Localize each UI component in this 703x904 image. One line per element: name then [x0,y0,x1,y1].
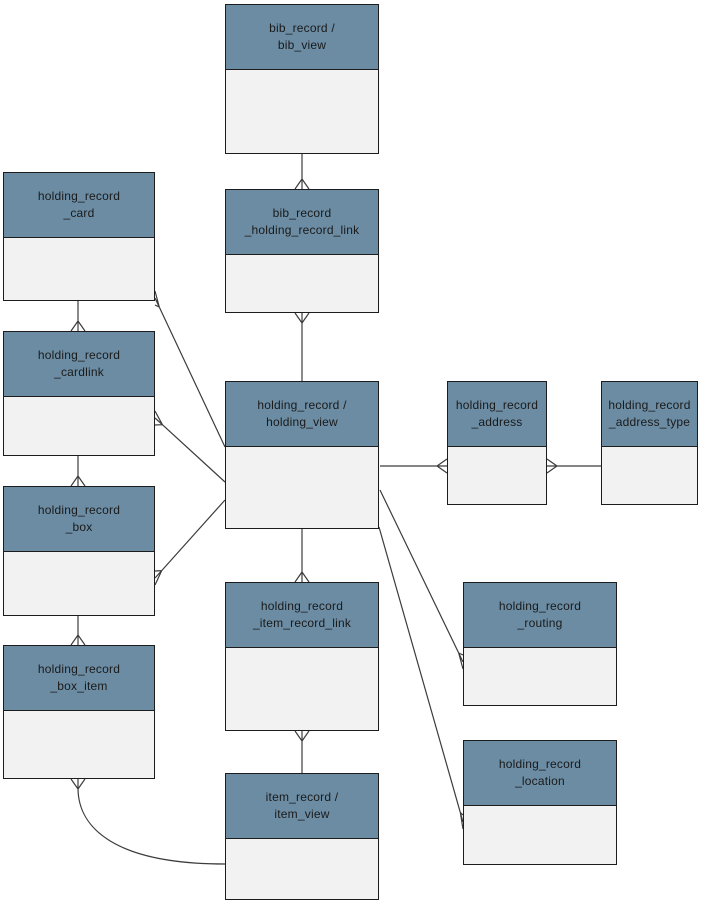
entity-title-holding_record_location: holding_record _location [464,741,616,806]
entity-holding_record_location: holding_record _location [463,740,617,865]
entity-body-holding_record_card [4,238,154,300]
connection-holding_record--holding_record_routing [379,489,464,670]
entity-body-holding_record [226,447,378,528]
entity-body-holding_record_address_type [602,447,697,504]
entity-body-holding_record_box [4,552,154,615]
entity-title-bib_record_holding_record_link: bib_record _holding_record_link [226,190,378,255]
entity-body-holding_record_box_item [4,711,154,778]
entity-holding_record_address: holding_record _address [447,381,547,505]
entity-bib_record: bib_record / bib_view [225,4,379,154]
entity-body-item_record [226,839,378,899]
entity-holding_record_cardlink: holding_record _cardlink [3,331,155,456]
entity-holding_record: holding_record / holding_view [225,381,379,529]
entity-holding_record_routing: holding_record _routing [463,582,617,706]
entity-title-bib_record: bib_record / bib_view [226,5,378,70]
entity-title-item_record: item_record / item_view [226,774,378,839]
entity-title-holding_record_box_item: holding_record _box_item [4,646,154,711]
entity-title-holding_record: holding_record / holding_view [226,382,378,447]
entity-body-bib_record [226,70,378,153]
entity-item_record: item_record / item_view [225,773,379,900]
entity-title-holding_record_cardlink: holding_record _cardlink [4,332,154,397]
connection-holding_record--holding_record_cardlink [154,410,226,483]
connection-bib_record--bib_record_holding_record_link [294,154,310,190]
entity-title-holding_record_routing: holding_record _routing [464,583,616,648]
connection-holding_record--holding_record_item_record_link [294,529,310,583]
entity-title-holding_record_item_record_link: holding_record _item_record_link [226,583,378,648]
connection-holding_record_cardlink--holding_record_box [70,456,86,487]
entity-holding_record_item_record_link: holding_record _item_record_link [225,582,379,731]
connection-holding_record--holding_record_card [154,290,226,448]
connection-bib_record_holding_record_link--holding_record [294,312,310,381]
entity-body-holding_record_address [448,447,546,504]
entity-body-holding_record_routing [464,648,616,705]
connection-holding_record_box_item--item_record [70,778,226,865]
entity-body-holding_record_location [464,806,616,864]
entity-body-holding_record_cardlink [4,397,154,455]
entity-holding_record_card: holding_record _card [3,172,155,301]
entity-body-bib_record_holding_record_link [226,255,378,312]
entity-title-holding_record_box: holding_record _box [4,487,154,552]
connection-holding_record_item_record_link--item_record [294,730,310,773]
entity-holding_record_box_item: holding_record _box_item [3,645,155,779]
connection-holding_record--holding_record_box [154,499,226,586]
entity-title-holding_record_address: holding_record _address [448,382,546,447]
entity-title-holding_record_card: holding_record _card [4,173,154,238]
entity-title-holding_record_address_type: holding_record _address_type [602,382,697,447]
connection-holding_record_card--holding_record_cardlink [70,301,86,332]
connection-holding_record_address_type--holding_record_address [546,458,601,474]
entity-holding_record_box: holding_record _box [3,486,155,616]
connection-holding_record--holding_record_location [378,526,464,830]
connection-holding_record_box--holding_record_box_item [70,616,86,646]
entity-body-holding_record_item_record_link [226,648,378,730]
entity-holding_record_address_type: holding_record _address_type [601,381,698,505]
connection-holding_record--holding_record_address [380,458,448,474]
entity-bib_record_holding_record_link: bib_record _holding_record_link [225,189,379,313]
